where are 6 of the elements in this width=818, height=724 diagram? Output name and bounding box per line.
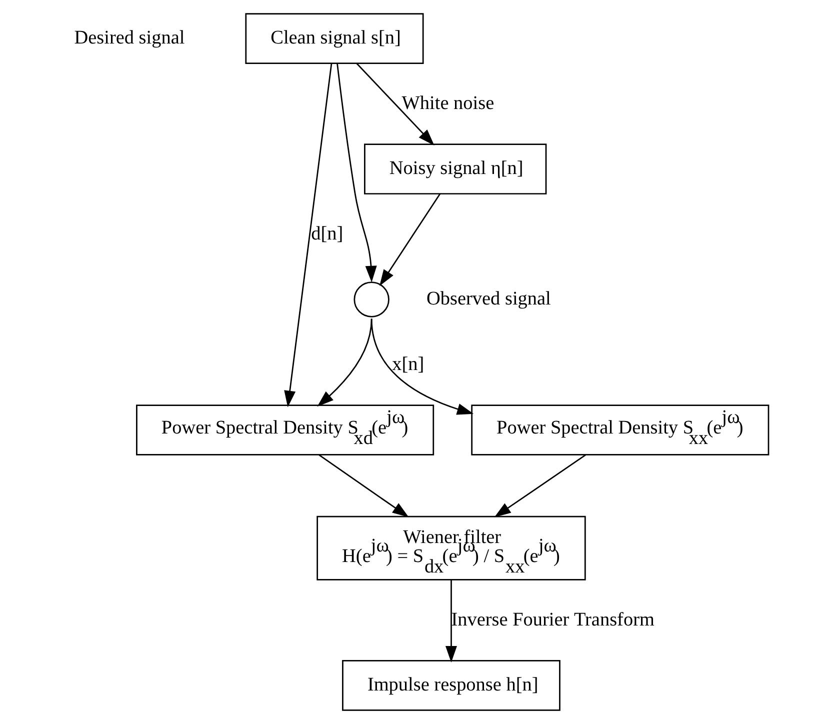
edge-label: White noise — [402, 92, 494, 114]
edge-label: x[n] — [392, 354, 424, 375]
edge-label: Inverse Fourier Transform — [451, 609, 654, 630]
edge-label: d[n] — [311, 223, 344, 244]
label: Desired signal — [74, 28, 185, 49]
node-label: Observed signal — [426, 288, 551, 310]
